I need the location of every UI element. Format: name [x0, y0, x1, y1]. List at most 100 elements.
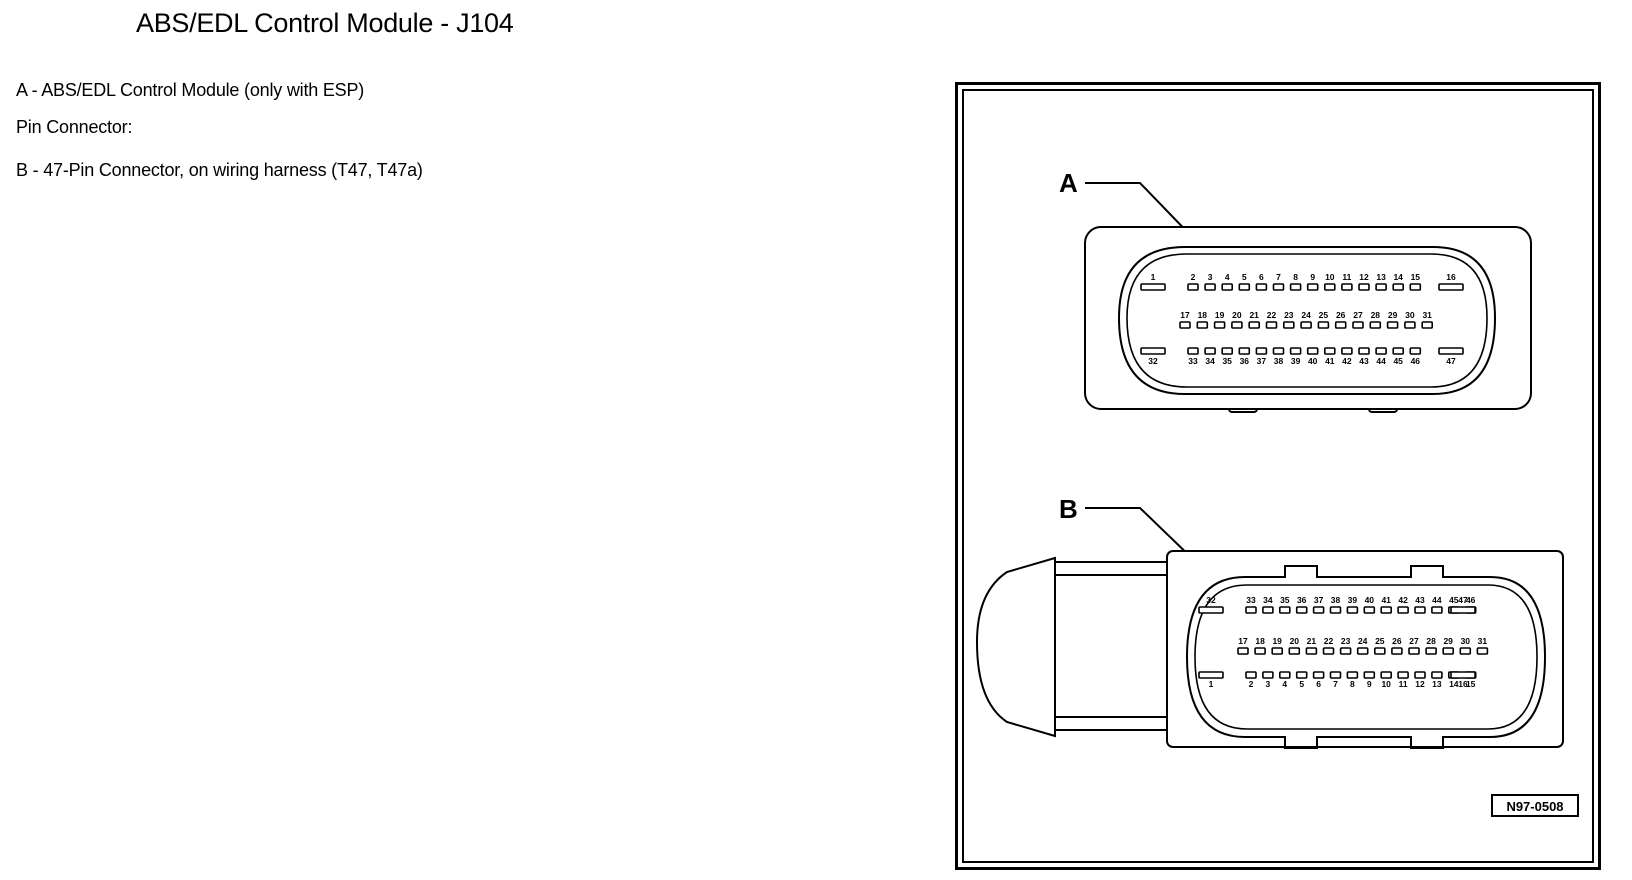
page-title: ABS/EDL Control Module - J104	[136, 8, 514, 38]
connector-a-pin-label: 20	[1232, 310, 1242, 320]
connector-b-pin-34	[1262, 606, 1274, 614]
connector-a-pin-label: 14	[1393, 272, 1403, 282]
reference-number: N97-0508	[1506, 799, 1563, 814]
connector-b-pin-label: 16	[1458, 679, 1468, 689]
connector-a-pin-38	[1272, 347, 1285, 355]
connector-a-pin-label: 7	[1276, 272, 1281, 282]
connector-a-pin-label: 5	[1242, 272, 1247, 282]
leader-line-a	[1085, 182, 1198, 243]
connector-a-pin-label: 13	[1376, 272, 1386, 282]
connector-a-pin-label: 22	[1267, 310, 1277, 320]
connector-a-pin-23	[1282, 321, 1295, 329]
label-b: B	[1059, 494, 1078, 524]
connector-a-pin-15	[1409, 283, 1422, 291]
connector-b-pin-label: 39	[1348, 595, 1358, 605]
connector-a-pin-label: 18	[1198, 310, 1208, 320]
connector-b-pin-8	[1346, 671, 1359, 679]
connector-b-pin-label: 27	[1409, 636, 1419, 646]
connector-b-pin-label: 3	[1266, 679, 1271, 689]
connector-b-pin-24	[1356, 647, 1369, 655]
connector-b-pin-18	[1254, 647, 1266, 655]
connector-a-pin-label: 2	[1191, 272, 1196, 282]
connector-a-pin-31	[1421, 321, 1434, 329]
connector-b-pin-label: 36	[1297, 595, 1307, 605]
connector-b-pin-label: 10	[1381, 679, 1391, 689]
connector-a-pin-label: 3	[1208, 272, 1213, 282]
diagram-frame-outer	[955, 82, 1601, 870]
connector-b-pin-label: 34	[1263, 595, 1273, 605]
connector-b-pin-label: 33	[1246, 595, 1256, 605]
connector-b-pin-label: 29	[1443, 636, 1453, 646]
connector-a-pin-18	[1196, 321, 1209, 329]
connector-b-pin-40	[1363, 606, 1376, 614]
connector-b-pin-25	[1373, 647, 1386, 655]
connector-b-pin-44	[1431, 606, 1443, 614]
connector-a-pin-13	[1375, 283, 1387, 291]
connector-a-pin-label: 1	[1151, 272, 1156, 282]
connector-b-pin-43	[1414, 606, 1426, 614]
connector-b-pin-label: 47	[1458, 595, 1468, 605]
connector-b-pin-label: 14	[1449, 679, 1459, 689]
connector-a-pin-34	[1204, 347, 1216, 355]
connector-a-pin-8	[1289, 283, 1302, 291]
connector-b-pin-27	[1408, 647, 1420, 655]
connector-a-pin-label: 44	[1376, 356, 1386, 366]
connector-b-pin-1	[1198, 671, 1224, 679]
connector-a-pin-45	[1392, 347, 1405, 355]
connector-b-pin-label: 23	[1341, 636, 1351, 646]
connector-b-pin-label: 41	[1381, 595, 1391, 605]
connector-b-pin-label: 28	[1426, 636, 1436, 646]
legend-item-b: B - 47-Pin Connector, on wiring harness …	[16, 160, 423, 180]
connector-a-pin-40	[1306, 347, 1319, 355]
connector-a-pin-32	[1140, 347, 1166, 355]
connector-b-pin-label: 37	[1314, 595, 1324, 605]
connector-b-pin-13	[1431, 671, 1443, 679]
connector-b-pin-6	[1312, 671, 1325, 679]
connector-a-pin-label: 30	[1405, 310, 1415, 320]
connector-a-pin-label: 11	[1342, 272, 1351, 282]
connector-b-pin-label: 12	[1415, 679, 1425, 689]
connector-b-pin-label: 30	[1461, 636, 1471, 646]
connector-a-pin-label: 25	[1319, 310, 1329, 320]
connector-a-pin-label: 12	[1359, 272, 1369, 282]
connector-b-pin-2	[1245, 671, 1257, 679]
connector-b-pin-label: 20	[1290, 636, 1300, 646]
connector-b-pin-21	[1305, 647, 1318, 655]
connector-a-pin-label: 33	[1188, 356, 1198, 366]
connector-a-pin-label: 42	[1342, 356, 1352, 366]
connector-b-pin-41	[1380, 606, 1393, 614]
connector-b-pin-label: 6	[1316, 679, 1321, 689]
connector-b-pin-label: 5	[1299, 679, 1304, 689]
connector-a-pin-label: 41	[1325, 356, 1335, 366]
connector-a-pin-36	[1238, 347, 1251, 355]
connector-a-pin-label: 26	[1336, 310, 1346, 320]
connector-a-pin-label: 43	[1359, 356, 1369, 366]
connector-a-pin-4	[1221, 283, 1234, 291]
connector-a-pin-label: 32	[1148, 356, 1158, 366]
connector-b-pin-label: 44	[1432, 595, 1442, 605]
connector-a-pin-label: 23	[1284, 310, 1294, 320]
connector-b-pin-26	[1391, 647, 1403, 655]
connector-a-pin-label: 28	[1371, 310, 1381, 320]
connector-b-pin-42	[1397, 606, 1409, 614]
connector-a-pin-label: 24	[1301, 310, 1311, 320]
connector-a-pin-label: 40	[1308, 356, 1318, 366]
reference-box	[1491, 794, 1579, 817]
connector-a-pin-11	[1341, 283, 1353, 291]
connector-b-pin-label: 46	[1466, 595, 1476, 605]
connector-a-pin-42	[1341, 347, 1353, 355]
connector-a-pin-12	[1358, 283, 1370, 291]
legend-pin-connector: Pin Connector:	[16, 117, 133, 137]
connector-a-pin-label: 31	[1422, 310, 1432, 320]
connector-a-pin-label: 46	[1411, 356, 1421, 366]
connector-a-pin-21	[1248, 321, 1261, 329]
connector-a-pin-label: 4	[1225, 272, 1230, 282]
connector-a-pin-label: 19	[1215, 310, 1225, 320]
connector-b-pin-35	[1278, 606, 1291, 614]
connector-b-pin-label: 21	[1307, 636, 1317, 646]
connector-b-pin-label: 22	[1324, 636, 1334, 646]
connector-a-pin-39	[1289, 347, 1302, 355]
connector-a-pin-6	[1255, 283, 1268, 291]
